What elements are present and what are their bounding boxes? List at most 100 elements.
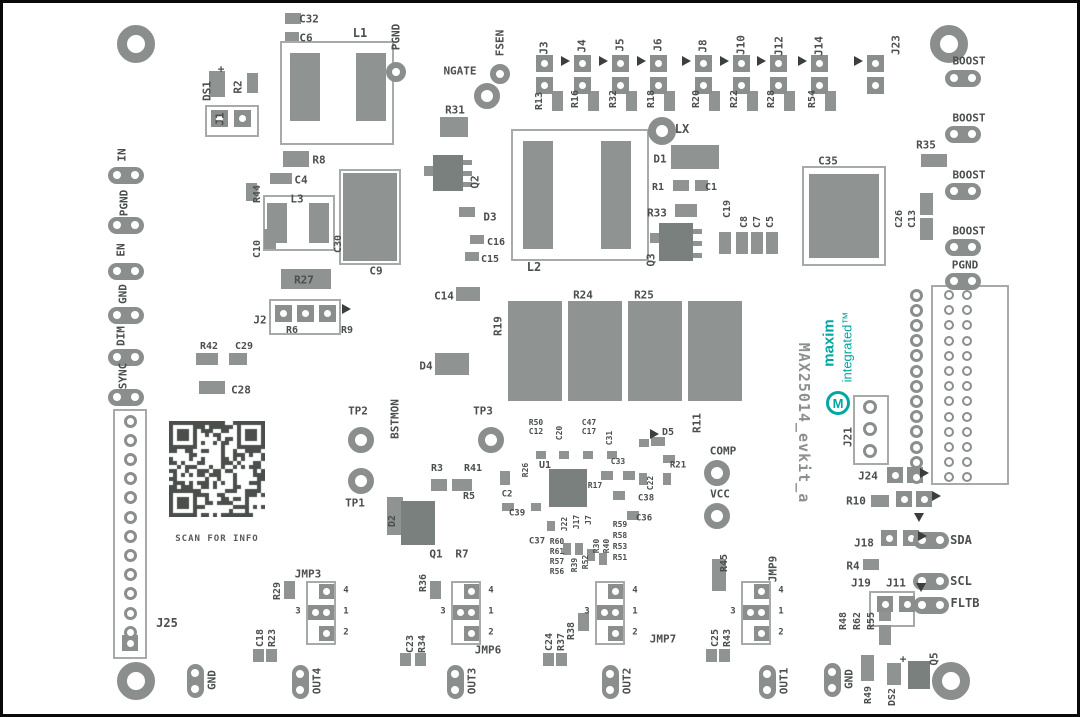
pad-round — [348, 427, 374, 453]
pin-number-label: 3 — [440, 606, 446, 617]
ref-label: C16 — [486, 237, 506, 248]
ref-label: PGND — [951, 258, 979, 272]
ref-label: J17 — [572, 514, 581, 530]
pin-number-label: 2 — [632, 627, 638, 638]
pin-number-label: 2 — [778, 627, 784, 638]
connector-pin-hole — [962, 335, 972, 346]
connector-pin-hole — [123, 510, 137, 524]
pin1-marker-icon — [920, 468, 929, 478]
smd-component — [502, 503, 514, 511]
pad-square — [867, 55, 884, 72]
pad-square — [733, 77, 750, 94]
ic-body — [433, 155, 463, 191]
ref-label: Q5 — [927, 652, 941, 666]
smd-component — [578, 613, 589, 631]
smd-component — [751, 232, 763, 254]
pad-square — [536, 55, 553, 72]
smd-component — [229, 353, 247, 365]
smd-component — [626, 91, 637, 111]
smd-component — [209, 71, 225, 97]
connector-pin-hole — [909, 334, 923, 348]
ref-label: R16 — [570, 89, 581, 109]
smd-component — [663, 473, 671, 485]
pad-round — [386, 62, 406, 82]
ref-label: R10 — [846, 494, 866, 508]
ref-label: J8 — [696, 39, 710, 53]
ref-label: J2 — [253, 313, 267, 327]
ref-label: Q1 — [429, 547, 443, 561]
pad-square — [695, 77, 712, 94]
pad-oval — [186, 664, 204, 698]
ref-label: D5 — [661, 427, 675, 438]
ref-label: J24 — [858, 469, 878, 483]
ref-label: J10 — [734, 35, 748, 55]
ref-label: C12 — [528, 427, 544, 436]
ref-label: C4 — [294, 173, 308, 187]
ref-label: R29 — [272, 581, 283, 601]
ref-label: R28 — [766, 89, 777, 109]
pad-square — [574, 77, 591, 94]
ic-body — [908, 661, 930, 689]
ref-label: R2 — [231, 80, 245, 94]
pin-number-label: 3 — [295, 606, 301, 617]
smd-component — [470, 235, 484, 244]
ref-label: R27 — [294, 273, 314, 287]
smd-component — [712, 559, 726, 591]
pad-oval — [446, 665, 464, 699]
brand-maxim-text: maxim — [820, 319, 838, 367]
ref-label: R7 — [455, 547, 469, 561]
smd-component — [264, 229, 276, 249]
connector-pin-hole — [944, 396, 954, 407]
smd-component — [463, 171, 472, 176]
ref-label: J22 — [560, 516, 569, 532]
connector-pin-hole — [944, 426, 954, 437]
connector-pin-hole — [123, 606, 137, 620]
mount-hole — [117, 25, 155, 63]
pad-square — [608, 626, 623, 641]
pad-oval — [758, 665, 776, 699]
smd-component — [719, 649, 730, 662]
smd-component — [664, 91, 675, 111]
pad-oval — [601, 665, 619, 699]
ref-label: C39 — [508, 508, 526, 519]
connector-pin-hole — [863, 400, 877, 414]
ref-label: C20 — [555, 425, 564, 441]
ref-label: R20 — [691, 89, 702, 109]
ref-label: R39 — [570, 557, 579, 573]
smd-component — [387, 497, 403, 535]
ref-label: R45 — [719, 553, 730, 573]
connector-pin-hole — [944, 350, 954, 361]
ref-label: R41 — [463, 463, 483, 474]
ref-label: C35 — [818, 154, 838, 168]
pin1-marker-icon — [918, 531, 927, 541]
board-name-text: MAX25014_evkit_a — [795, 342, 813, 504]
ref-label: L1 — [352, 26, 368, 40]
pad-square — [811, 77, 828, 94]
ref-label: R50 — [528, 418, 544, 427]
smd-component — [543, 653, 554, 666]
pin1-marker-icon — [757, 56, 766, 66]
ref-label: R30 — [592, 538, 601, 554]
ref-label: R42 — [199, 341, 219, 352]
ic-body — [659, 223, 693, 261]
pad-square — [319, 305, 336, 322]
maxim-logo-icon: M — [826, 391, 850, 415]
ref-label: D2 — [387, 514, 398, 528]
ref-label: C25 — [710, 628, 721, 648]
connector-pin-hole — [944, 442, 954, 452]
ref-label: R1 — [651, 182, 665, 193]
ref-label: FSEN — [493, 29, 507, 57]
smd-component — [556, 653, 567, 666]
ref-label: BOOST — [952, 224, 986, 238]
ref-label: C17 — [581, 427, 597, 436]
ref-label: C30 — [333, 234, 344, 254]
pad-oval — [913, 596, 949, 614]
ref-label: R48 — [838, 611, 849, 631]
pin1-marker-icon — [854, 56, 863, 66]
smd-component — [283, 151, 309, 167]
ref-label: TP1 — [345, 496, 365, 510]
ref-label: IN — [115, 148, 129, 162]
ref-label: R58 — [612, 531, 628, 540]
ref-label: J21 — [841, 427, 855, 447]
ref-label: C19 — [722, 199, 733, 219]
